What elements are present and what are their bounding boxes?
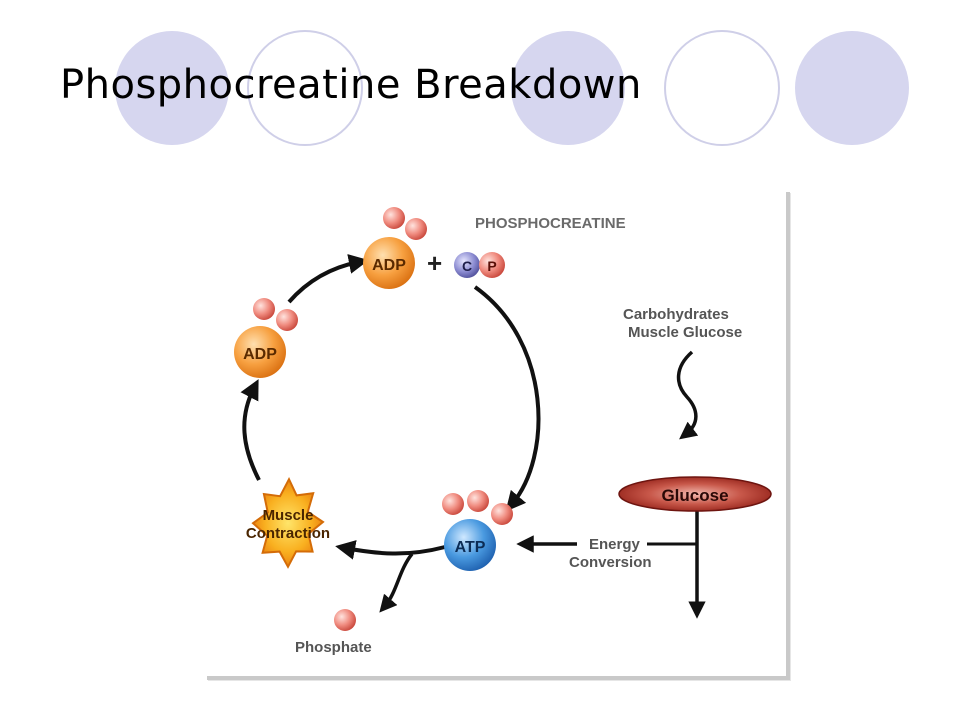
adp-sphere <box>363 237 415 289</box>
creatine-sphere <box>454 252 480 278</box>
deco-circle-4 <box>664 30 780 146</box>
deco-circle-1 <box>115 31 229 145</box>
adp-sphere <box>234 326 286 378</box>
contraction-label: Contraction <box>246 525 330 542</box>
phosphate-group-label: P <box>487 258 496 274</box>
adp-left-node: ADP <box>234 298 298 378</box>
phosphate-sphere <box>479 252 505 278</box>
deco-circle-3 <box>511 31 625 145</box>
arrow-atp-to-phosphate <box>379 552 414 613</box>
released-phosphate-sphere <box>334 609 356 631</box>
adp-top-label: ADP <box>372 257 406 274</box>
arrow-contraction-to-adp <box>240 379 261 481</box>
plus-sign: + <box>427 248 442 278</box>
phosphate-sphere <box>253 298 275 320</box>
creatine-phosphate-node: C P <box>454 252 505 278</box>
phosphate-sphere <box>491 503 513 525</box>
phosphate-sphere <box>467 490 489 512</box>
slide-title: Phosphocreatine Breakdown <box>60 62 642 108</box>
phosphate-sphere <box>405 218 427 240</box>
conversion-label: Conversion <box>569 554 652 571</box>
muscle-glucose-label: Muscle Glucose <box>628 324 742 341</box>
phosphate-label: Phosphate <box>295 639 372 656</box>
arrow-carbs-to-glucose <box>676 350 699 440</box>
phosphate-sphere <box>276 309 298 331</box>
arrow-phosphocreatine-to-atp <box>473 285 541 512</box>
glucose-label: Glucose <box>661 486 728 505</box>
phosphocreatine-label: PHOSPHOCREATINE <box>475 215 626 232</box>
adp-left-label: ADP <box>243 346 277 363</box>
diagram-frame: Glucose PHOSPHOCREATINE Carbohydrates Mu… <box>207 192 790 680</box>
atp-sphere <box>444 519 496 571</box>
arrow-atp-to-contraction <box>335 540 446 560</box>
deco-circle-5 <box>795 31 909 145</box>
deco-circle-2 <box>247 30 363 146</box>
phosphate-sphere <box>383 207 405 229</box>
adp-top-node: ADP <box>363 207 427 289</box>
contraction-burst-shape <box>251 476 325 569</box>
atp-node: ATP <box>442 490 513 571</box>
creatine-label: C <box>462 258 472 274</box>
atp-label: ATP <box>455 539 486 556</box>
decorative-circles <box>115 30 909 146</box>
muscle-contraction-node: Muscle Contraction <box>246 476 330 569</box>
phosphate-sphere <box>442 493 464 515</box>
carbohydrates-label: Carbohydrates <box>623 306 729 323</box>
phosphocreatine-cycle-diagram: Glucose PHOSPHOCREATINE Carbohydrates Mu… <box>234 207 772 656</box>
glucose-node: Glucose <box>618 476 772 512</box>
arrow-adp-to-adp <box>287 254 369 304</box>
muscle-label: Muscle <box>263 507 314 524</box>
energy-label: Energy <box>589 536 641 553</box>
